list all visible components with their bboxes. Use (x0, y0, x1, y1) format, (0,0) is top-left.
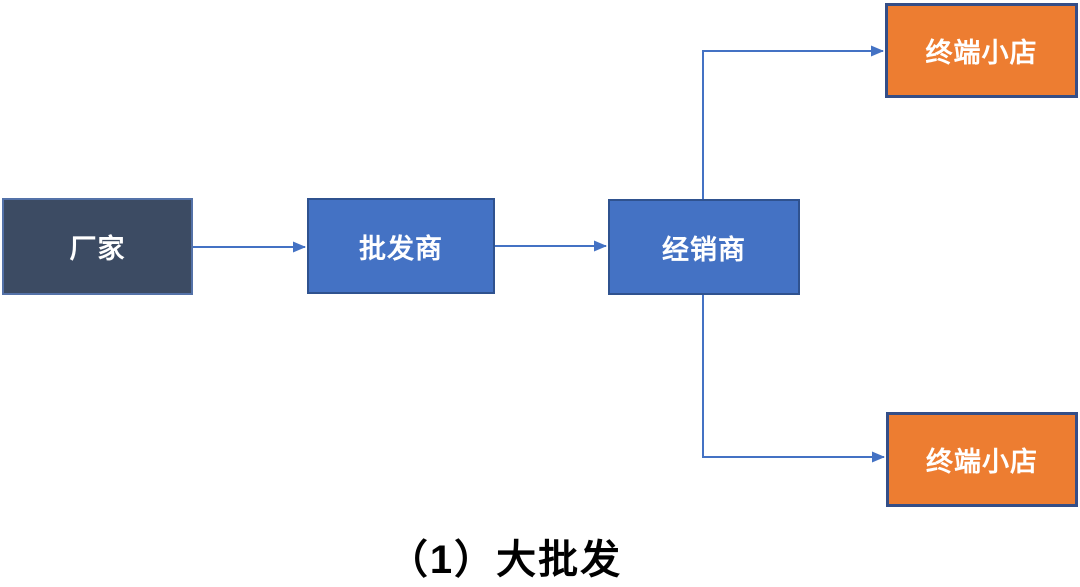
node-wholesaler-label: 批发商 (359, 233, 443, 264)
node-terminal-shop-bottom-label: 终端小店 (926, 447, 1038, 477)
diagram-caption: （1）大批发 (387, 538, 623, 582)
node-terminal-shop-top[interactable]: 终端小店 (885, 3, 1078, 98)
node-wholesaler[interactable]: 批发商 (307, 198, 495, 294)
node-factory-label: 厂家 (69, 234, 126, 264)
node-distributor[interactable]: 经销商 (608, 199, 800, 295)
edge-distributor-to-shop-top (702, 45, 884, 199)
node-terminal-shop-top-label: 终端小店 (925, 38, 1038, 68)
node-factory[interactable]: 厂家 (2, 198, 193, 295)
node-distributor-label: 经销商 (662, 234, 746, 265)
edge-distributor-to-shop-bottom (702, 295, 885, 463)
node-terminal-shop-bottom[interactable]: 终端小店 (886, 412, 1078, 507)
